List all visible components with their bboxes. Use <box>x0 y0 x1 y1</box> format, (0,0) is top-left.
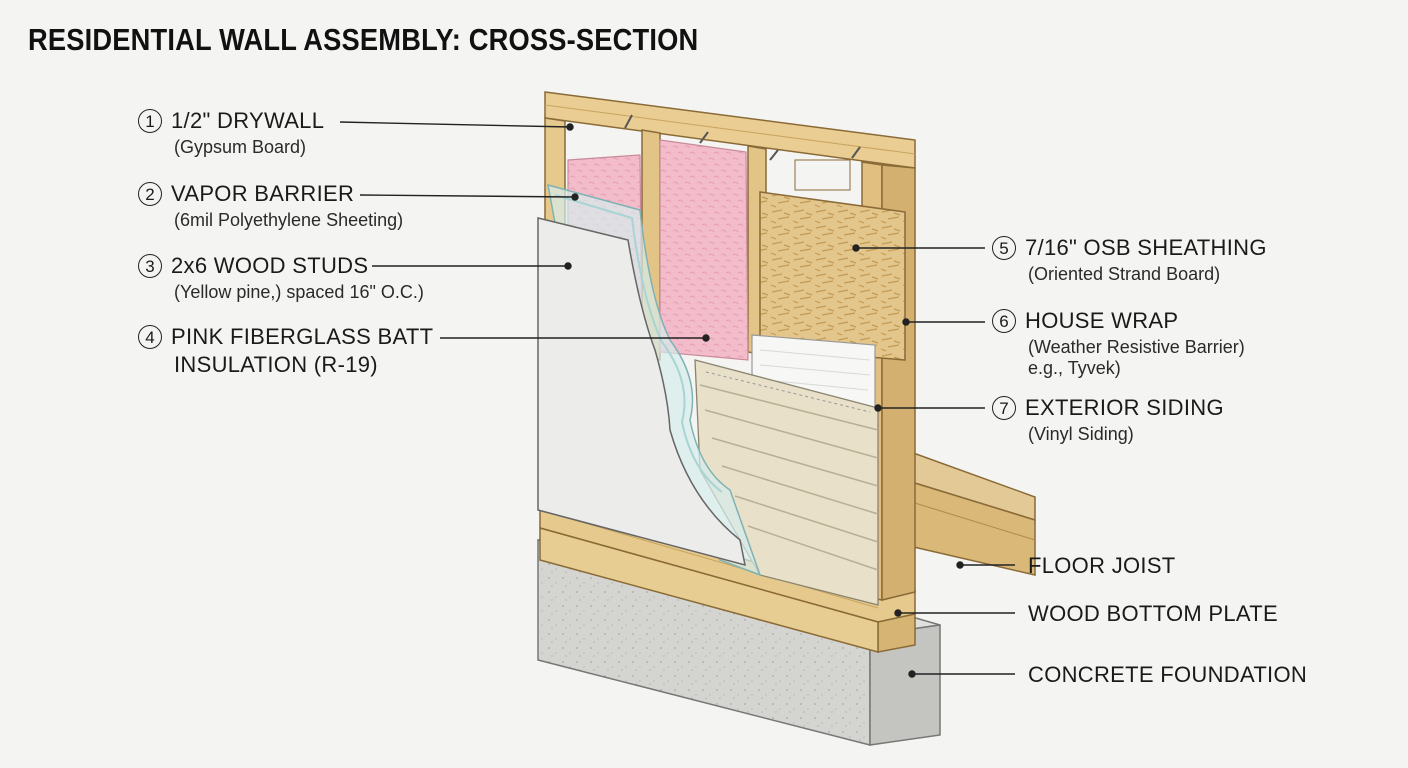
label-number: 1 <box>138 109 162 133</box>
label-number: 5 <box>992 236 1016 260</box>
label-number: 4 <box>138 325 162 349</box>
label-floor-joist: FLOOR JOIST <box>1028 553 1176 579</box>
label-name: VAPOR BARRIER <box>171 181 355 206</box>
label-name: PINK FIBERGLASS BATT <box>171 324 434 349</box>
label-name: 7/16" OSB SHEATHING <box>1025 235 1267 260</box>
label-name: EXTERIOR SIDING <box>1025 395 1224 420</box>
label-sub: INSULATION (R-19) <box>174 352 378 377</box>
label-name: CONCRETE FOUNDATION <box>1028 662 1308 687</box>
label-sub: (Vinyl Siding) <box>1028 424 1134 444</box>
label-name: FLOOR JOIST <box>1028 553 1176 578</box>
label-bottom-plate: WOOD BOTTOM PLATE <box>1028 601 1278 627</box>
label-name: WOOD BOTTOM PLATE <box>1028 601 1278 626</box>
drywall-panel <box>537 217 746 567</box>
label-vapor-barrier: 2 VAPOR BARRIER (6mil Polyethylene Sheeti… <box>138 181 403 231</box>
label-sub: (Gypsum Board) <box>174 137 307 157</box>
label-sub: (Yellow pine,) spaced 16" O.C.) <box>174 282 424 302</box>
label-sub: (6mil Polyethylene Sheeting) <box>174 210 404 230</box>
label-number: 3 <box>138 254 162 278</box>
label-wood-studs: 3 2x6 WOOD STUDS (Yellow pine,) spaced 16… <box>138 253 424 303</box>
label-number: 6 <box>992 309 1016 333</box>
floor-joist-deck <box>904 448 1036 576</box>
label-sub: (Weather Resistive Barrier) <box>1028 337 1245 357</box>
label-sub-2: e.g., Tyvek) <box>1028 358 1121 378</box>
label-exterior-siding: 7 EXTERIOR SIDING (Vinyl Siding) <box>992 395 1224 445</box>
label-name: HOUSE WRAP <box>1025 308 1179 333</box>
label-drywall: 1 1/2" DRYWALL (Gypsum Board) <box>138 108 324 158</box>
page-title: RESIDENTIAL WALL ASSEMBLY: CROSS-SECTION <box>28 22 699 57</box>
osb-panel <box>759 191 906 361</box>
label-insulation: 4 PINK FIBERGLASS BATT INSULATION (R-19) <box>138 324 433 378</box>
label-name: 2x6 WOOD STUDS <box>171 253 369 278</box>
leader-lines <box>339 121 1015 678</box>
stud-framing <box>544 91 916 601</box>
label-concrete-foundation: CONCRETE FOUNDATION <box>1028 662 1307 688</box>
label-name: 1/2" DRYWALL <box>171 108 325 133</box>
label-sub: (Oriented Strand Board) <box>1028 264 1221 284</box>
label-osb-sheathing: 5 7/16" OSB SHEATHING (Oriented Strand Bo… <box>992 235 1267 285</box>
label-number: 7 <box>992 396 1016 420</box>
label-number: 2 <box>138 182 162 206</box>
